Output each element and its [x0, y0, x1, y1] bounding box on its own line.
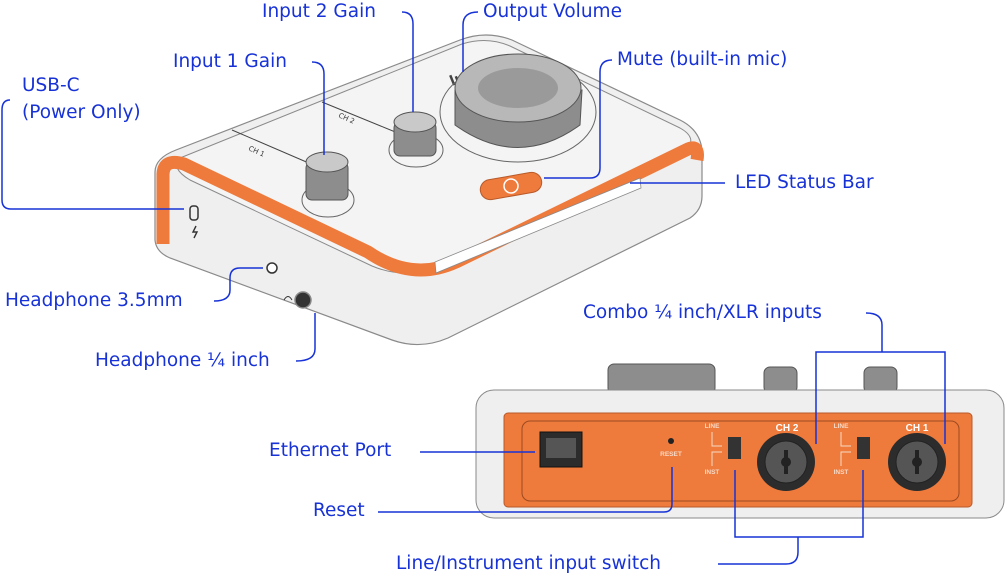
- headphone-quarter-label: Headphone ¼ inch: [95, 350, 270, 371]
- input2-gain-knob: [388, 111, 444, 168]
- mute-button: [479, 171, 543, 201]
- orange-band: [156, 141, 704, 277]
- led-status-bar-label: LED Status Bar: [735, 172, 874, 193]
- reset-hole: [668, 438, 674, 444]
- rear-panel-inset: [521, 420, 960, 502]
- top-device: CH 1 CH 2 lurefish: [154, 34, 704, 346]
- output-volume-knob: [439, 53, 597, 163]
- line-text-ch1: LINE: [834, 423, 849, 430]
- headphone-35-jack: [266, 262, 278, 274]
- led-status-bar: [434, 177, 642, 274]
- usb-c-port: [189, 205, 199, 221]
- reset-label: Reset: [313, 500, 365, 521]
- input1-gain-label: Input 1 Gain: [173, 51, 287, 72]
- output-volume-label: Output Volume: [483, 1, 622, 22]
- rear-input1-knob: [863, 366, 898, 394]
- line-inst-switch-ch1: [857, 437, 870, 459]
- rear-input2-knob: [763, 366, 798, 394]
- input2-gain-label: Input 2 Gain: [262, 1, 376, 22]
- rear-ch1-label: CH 1: [906, 423, 929, 434]
- rear-device: RESET LINE INST LINE INST CH 2 CH 1: [475, 363, 1005, 519]
- headphone-icon: [283, 296, 293, 301]
- reset-text: RESET: [660, 451, 682, 458]
- usbc-label: USB-C: [22, 75, 80, 96]
- rear-panel: [503, 412, 973, 508]
- xlr-combo-ch2: [757, 433, 815, 491]
- line-text-ch2: LINE: [705, 423, 720, 430]
- headphone-35-label: Headphone 3.5mm: [5, 290, 183, 311]
- inst-text-ch1: INST: [834, 469, 849, 476]
- combo-inputs-label: Combo ¼ inch/XLR inputs: [583, 302, 822, 323]
- inst-text-ch2: INST: [705, 469, 720, 476]
- usbc-sub-label: (Power Only): [22, 102, 141, 123]
- line-inst-switch-label: Line/Instrument input switch: [396, 553, 661, 574]
- input1-gain-knob: [301, 151, 355, 218]
- headphone-quarter-jack: [294, 291, 312, 309]
- leader-lines: [1, 11, 946, 565]
- ethernet-label: Ethernet Port: [269, 440, 392, 461]
- line-inst-switch-ch2: [728, 437, 741, 459]
- lightning-icon: [191, 225, 199, 239]
- mute-label: Mute (built-in mic): [617, 49, 788, 70]
- xlr-combo-ch1: [888, 433, 946, 491]
- rear-ch2-label: CH 2: [776, 423, 799, 434]
